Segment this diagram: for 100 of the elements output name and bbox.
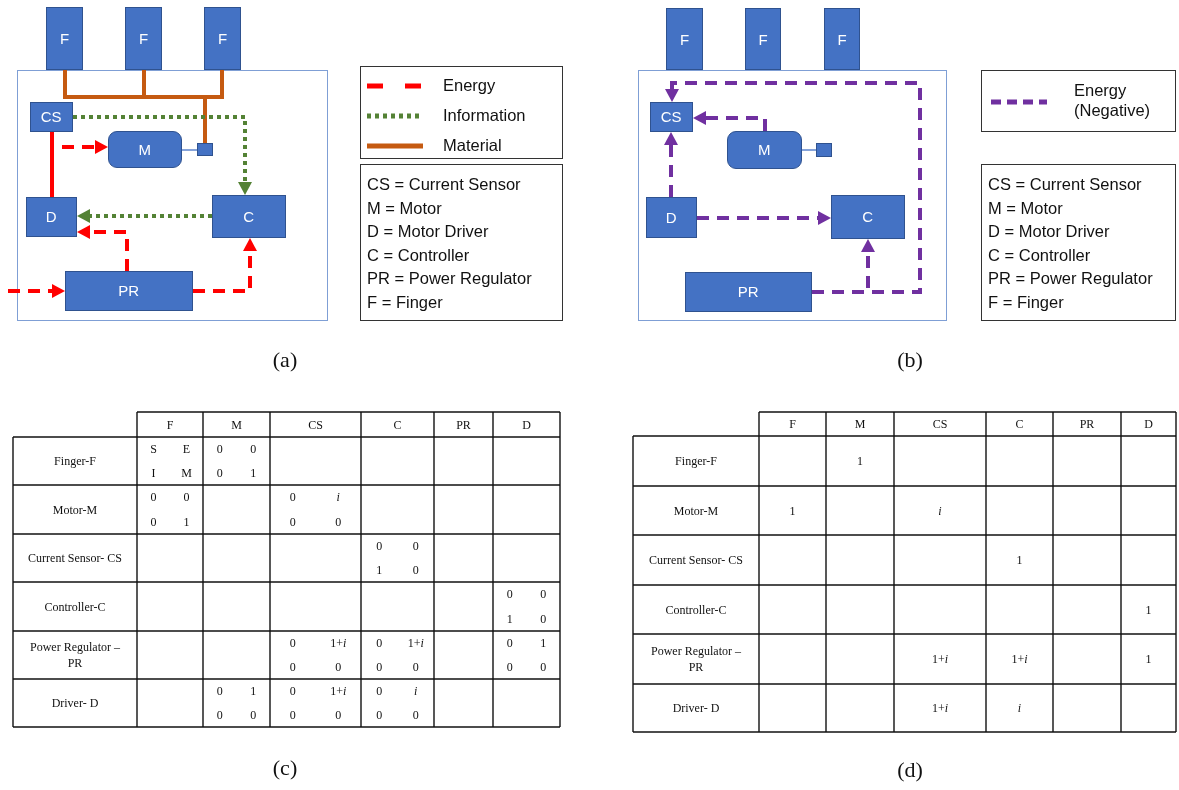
cell-value: 0 <box>376 635 383 651</box>
finger-box: F <box>745 8 781 70</box>
row-header: Motor-M <box>52 501 98 518</box>
finger-box: F <box>125 7 162 70</box>
cell-value: 1 <box>857 453 863 469</box>
legend-text: Energy (Negative) <box>1074 80 1152 120</box>
cell-value: 0 <box>376 683 383 699</box>
cell-value: 0 <box>216 465 223 481</box>
cell-value: 1 <box>250 683 257 699</box>
cell-value: 1 <box>376 562 383 578</box>
cell-value: i <box>414 683 418 699</box>
row-header: Power Regulator – PR <box>650 643 742 675</box>
arrow <box>193 238 257 293</box>
row-header: Controller-C <box>44 598 106 615</box>
connector-line <box>181 149 198 151</box>
cell-value: 0 <box>376 659 383 675</box>
panel-caption: (d) <box>897 757 923 783</box>
cell-value: 0 <box>289 707 296 723</box>
definition-text: CS = Current Sensor <box>367 174 522 195</box>
finger-box: F <box>824 8 860 70</box>
cell-value: E <box>182 441 191 457</box>
shaft-square <box>196 142 213 156</box>
key-box <box>981 164 1176 321</box>
column-header: M <box>231 417 242 432</box>
cell-value: 1 <box>1016 552 1023 568</box>
cell-value: 0 <box>250 707 257 723</box>
cell-value: 0 <box>335 514 342 530</box>
column-header: C <box>1015 416 1024 432</box>
column-header: PR <box>456 417 471 432</box>
controller-box: C <box>211 194 286 238</box>
row-header: Power Regulator – PR <box>29 639 121 671</box>
legend-text: Information <box>443 105 526 125</box>
row-header: Finger-F <box>54 453 96 469</box>
column-header: D <box>1144 416 1153 432</box>
finger-box: F <box>666 8 703 70</box>
row-header: Motor-M <box>673 502 719 519</box>
definition-text: F = Finger <box>367 291 444 313</box>
legend-text: Material <box>443 135 502 155</box>
cell-value: 0 <box>506 586 513 602</box>
cell-value: 0 <box>289 514 296 530</box>
driver-box: D <box>645 196 697 238</box>
column-header: CS <box>932 416 948 432</box>
row-header: Controller-C <box>665 601 727 618</box>
cell-value: 0 <box>250 441 257 457</box>
cell-value: 1+i <box>330 635 347 651</box>
cell-value: S <box>150 441 157 457</box>
cell-value: 0 <box>412 659 419 675</box>
arrow <box>8 284 65 298</box>
cell-value: 0 <box>216 683 223 699</box>
cell-value: 0 <box>150 514 157 530</box>
column-header: F <box>166 417 174 432</box>
finger-box: F <box>204 7 241 70</box>
cell-value: i <box>336 489 340 505</box>
cell-value: 0 <box>506 635 513 651</box>
cell-value: 1+i <box>407 635 424 651</box>
panel-frame <box>17 70 328 321</box>
definition-text: PR = Power Regulator <box>988 268 1154 289</box>
arrow <box>664 132 678 197</box>
row-header: Driver- D <box>51 695 99 711</box>
panel-caption: (c) <box>272 755 298 781</box>
column-header: PR <box>1079 416 1095 432</box>
cell-value: 1 <box>789 503 796 518</box>
sensor-box: CS <box>649 101 693 132</box>
connector-line <box>203 70 224 143</box>
cell-value: i <box>938 503 942 518</box>
cell-value: 1 <box>506 611 513 627</box>
cell-value: 0 <box>540 586 547 602</box>
cell-value: M <box>181 465 192 481</box>
cell-value: 0 <box>289 635 296 651</box>
cell-value: 1+i <box>330 683 347 699</box>
definition-text: D = Motor Driver <box>367 221 490 242</box>
legend-text: Energy <box>443 75 496 95</box>
arrow <box>77 209 212 223</box>
cell-value: 0 <box>540 659 547 675</box>
sensor-box: CS <box>29 101 73 132</box>
cell-value: 1+i <box>931 651 949 667</box>
cell-value: i <box>1017 700 1022 716</box>
connector-line <box>801 149 817 151</box>
cell-value: 0 <box>506 659 513 675</box>
row-header: Driver- D <box>672 700 720 716</box>
cell-value: 0 <box>289 659 296 675</box>
cell-value: 0 <box>412 538 419 554</box>
arrow <box>73 115 252 195</box>
cell-value: 0 <box>216 707 223 723</box>
motor-box: M <box>726 130 802 169</box>
column-header: CS <box>308 417 323 432</box>
definition-text: M = Motor <box>988 197 1064 219</box>
column-header: M <box>854 416 866 432</box>
definition-text: PR = Power Regulator <box>367 268 533 289</box>
row-header: Current Sensor- CS <box>649 552 743 568</box>
cell-value: 1 <box>250 465 257 481</box>
cell-value: 0 <box>376 538 383 554</box>
column-header: C <box>393 417 402 432</box>
cell-value: 0 <box>289 489 296 505</box>
finger-box: F <box>46 7 83 70</box>
regulator-box: PR <box>684 271 812 312</box>
cell-value: 0 <box>335 659 342 675</box>
cell-value: 0 <box>289 683 296 699</box>
cell-value: 0 <box>335 707 342 723</box>
shaft-square <box>815 142 832 157</box>
